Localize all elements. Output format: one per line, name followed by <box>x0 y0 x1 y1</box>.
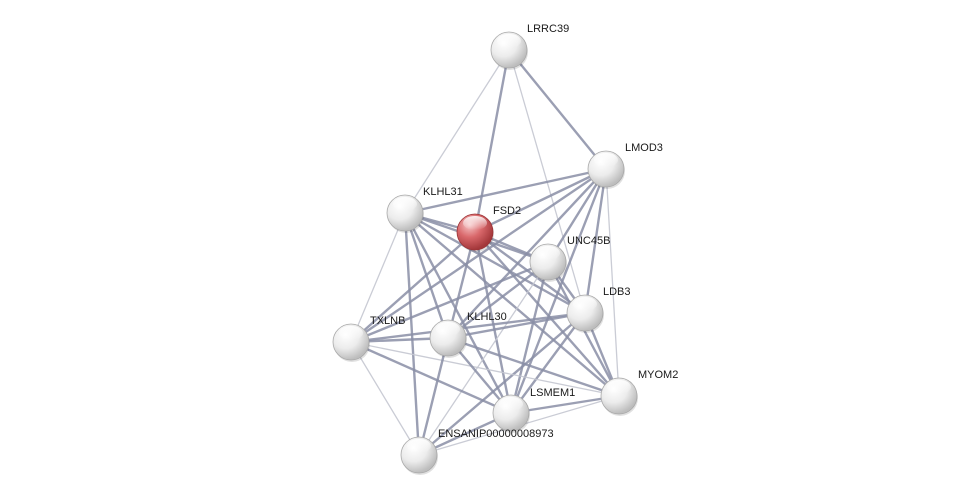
edge-ldb3-lsmem1 <box>509 311 587 415</box>
node-label-klhl30: KLHL30 <box>467 311 507 323</box>
node-label-klhl31: KLHL31 <box>423 186 463 198</box>
edge-txlnb-myom2 <box>350 341 620 397</box>
edge-unc45b-ensanip00000008973 <box>418 261 549 456</box>
edge-fsd2-txlnb <box>349 230 477 344</box>
edge-txlnb-ensanip00000008973 <box>350 341 420 456</box>
edge-lrrc39-fsd2 <box>473 48 511 234</box>
node-label-ensanip00000008973: ENSANIP00000008973 <box>438 428 554 440</box>
node-shine <box>393 197 417 211</box>
node-shine <box>339 326 363 340</box>
node-shine <box>407 439 431 453</box>
node-shine <box>607 380 631 394</box>
edge-lrrc39-lmod3 <box>507 48 608 171</box>
node-shine <box>536 246 560 260</box>
edge-fsd2-myom2 <box>473 230 621 398</box>
node-klhl30[interactable]: KLHL30 <box>429 311 507 358</box>
edge-klhl31-txlnb <box>350 212 406 343</box>
node-label-lmod3: LMOD3 <box>625 142 663 154</box>
node-shine <box>463 216 487 230</box>
edge-klhl30-ensanip00000008973 <box>417 336 450 457</box>
edge-lmod3-ldb3 <box>583 167 608 315</box>
edge-unc45b-klhl30 <box>446 260 550 340</box>
edges-layer <box>349 48 621 457</box>
edge-klhl31-ldb3 <box>403 211 587 315</box>
node-myom2[interactable]: MYOM2 <box>600 369 678 416</box>
node-label-lrrc39: LRRC39 <box>527 23 569 35</box>
edge-klhl30-myom2 <box>446 336 621 398</box>
node-shine <box>497 34 521 48</box>
node-label-txlnb: TXLNB <box>370 315 405 327</box>
node-unc45b[interactable]: UNC45B <box>529 235 610 282</box>
node-label-unc45b: UNC45B <box>567 235 610 247</box>
node-ldb3[interactable]: LDB3 <box>566 286 631 333</box>
edge-ldb3-klhl30 <box>446 311 587 340</box>
edge-lmod3-myom2 <box>605 168 620 397</box>
node-lrrc39[interactable]: LRRC39 <box>490 23 569 70</box>
node-lmod3[interactable]: LMOD3 <box>587 142 663 189</box>
edge-lmod3-lsmem1 <box>509 167 608 415</box>
node-klhl31[interactable]: KLHL31 <box>386 186 463 233</box>
node-label-fsd2: FSD2 <box>493 205 521 217</box>
edge-ldb3-txlnb <box>349 311 587 344</box>
edge-unc45b-txlnb <box>349 260 550 344</box>
edge-klhl31-myom2 <box>403 211 621 398</box>
edge-txlnb-lsmem1 <box>349 340 513 415</box>
node-label-myom2: MYOM2 <box>638 369 678 381</box>
edge-klhl31-lsmem1 <box>403 211 513 415</box>
node-shine <box>499 397 523 411</box>
edge-lmod3-klhl31 <box>403 167 608 215</box>
node-txlnb[interactable]: TXLNB <box>332 315 405 362</box>
edge-unc45b-lsmem1 <box>509 260 550 415</box>
edge-ldb3-ensanip00000008973 <box>417 311 587 457</box>
node-label-ldb3: LDB3 <box>603 286 631 298</box>
node-label-lsmem1: LSMEM1 <box>530 387 575 399</box>
node-shine <box>594 153 618 167</box>
node-ensanip00000008973[interactable]: ENSANIP00000008973 <box>400 428 554 475</box>
edge-lrrc39-klhl31 <box>404 49 510 214</box>
node-lsmem1[interactable]: LSMEM1 <box>492 387 575 433</box>
node-shine <box>573 297 597 311</box>
edge-lmod3-fsd2 <box>473 167 608 234</box>
node-shine <box>436 322 460 336</box>
node-fsd2[interactable]: FSD2 <box>456 205 521 252</box>
